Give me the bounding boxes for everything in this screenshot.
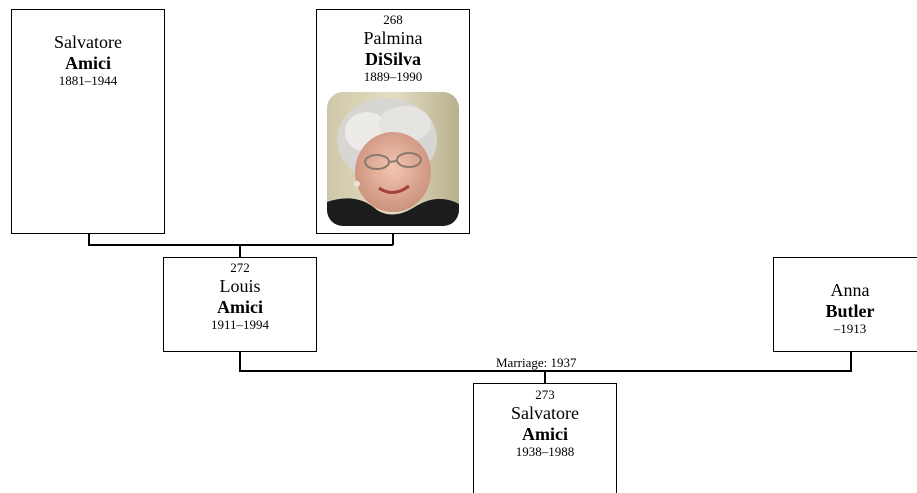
person-card-palmina-disilva[interactable]: 268 Palmina DiSilva 1889–1990 <box>316 9 470 234</box>
connector-line <box>88 233 90 245</box>
portrait-illustration <box>327 92 459 226</box>
given-name: Salvatore <box>54 32 122 52</box>
connector-line <box>239 351 241 371</box>
given-name: Palmina <box>363 27 423 48</box>
surname: Amici <box>217 296 263 317</box>
life-dates: 1938–1988 <box>515 444 575 460</box>
connector-line <box>239 244 241 258</box>
surname: Amici <box>522 423 568 444</box>
person-card-salvatore-amici-1881[interactable]: Salvatore Amici 1881–1944 <box>11 9 165 234</box>
life-dates: 1889–1990 <box>363 69 423 85</box>
marriage-label: Marriage: 1937 <box>494 355 579 370</box>
connector-line <box>88 244 393 246</box>
portrait-photo <box>327 92 459 226</box>
person-card-anna-butler[interactable]: Anna Butler –1913 <box>773 257 917 352</box>
person-id: 273 <box>535 387 555 402</box>
connector-line <box>392 233 394 245</box>
surname: Butler <box>825 300 875 321</box>
surname: Amici <box>65 52 111 73</box>
connector-line <box>544 370 546 384</box>
given-name: Salvatore <box>511 402 579 423</box>
person-card-louis-amici[interactable]: 272 Louis Amici 1911–1994 <box>163 257 317 352</box>
person-id: 272 <box>230 260 250 275</box>
given-name: Louis <box>219 275 261 296</box>
connector-line <box>239 370 852 372</box>
life-dates: 1911–1994 <box>210 317 270 333</box>
person-card-salvatore-amici-1938[interactable]: 273 Salvatore Amici 1938–1988 <box>473 383 617 493</box>
surname: DiSilva <box>364 48 421 69</box>
given-name: Anna <box>830 280 870 300</box>
connector-line <box>850 351 852 371</box>
life-dates: 1881–1944 <box>58 73 118 89</box>
person-id: 268 <box>383 12 403 27</box>
life-dates: –1913 <box>833 321 867 337</box>
